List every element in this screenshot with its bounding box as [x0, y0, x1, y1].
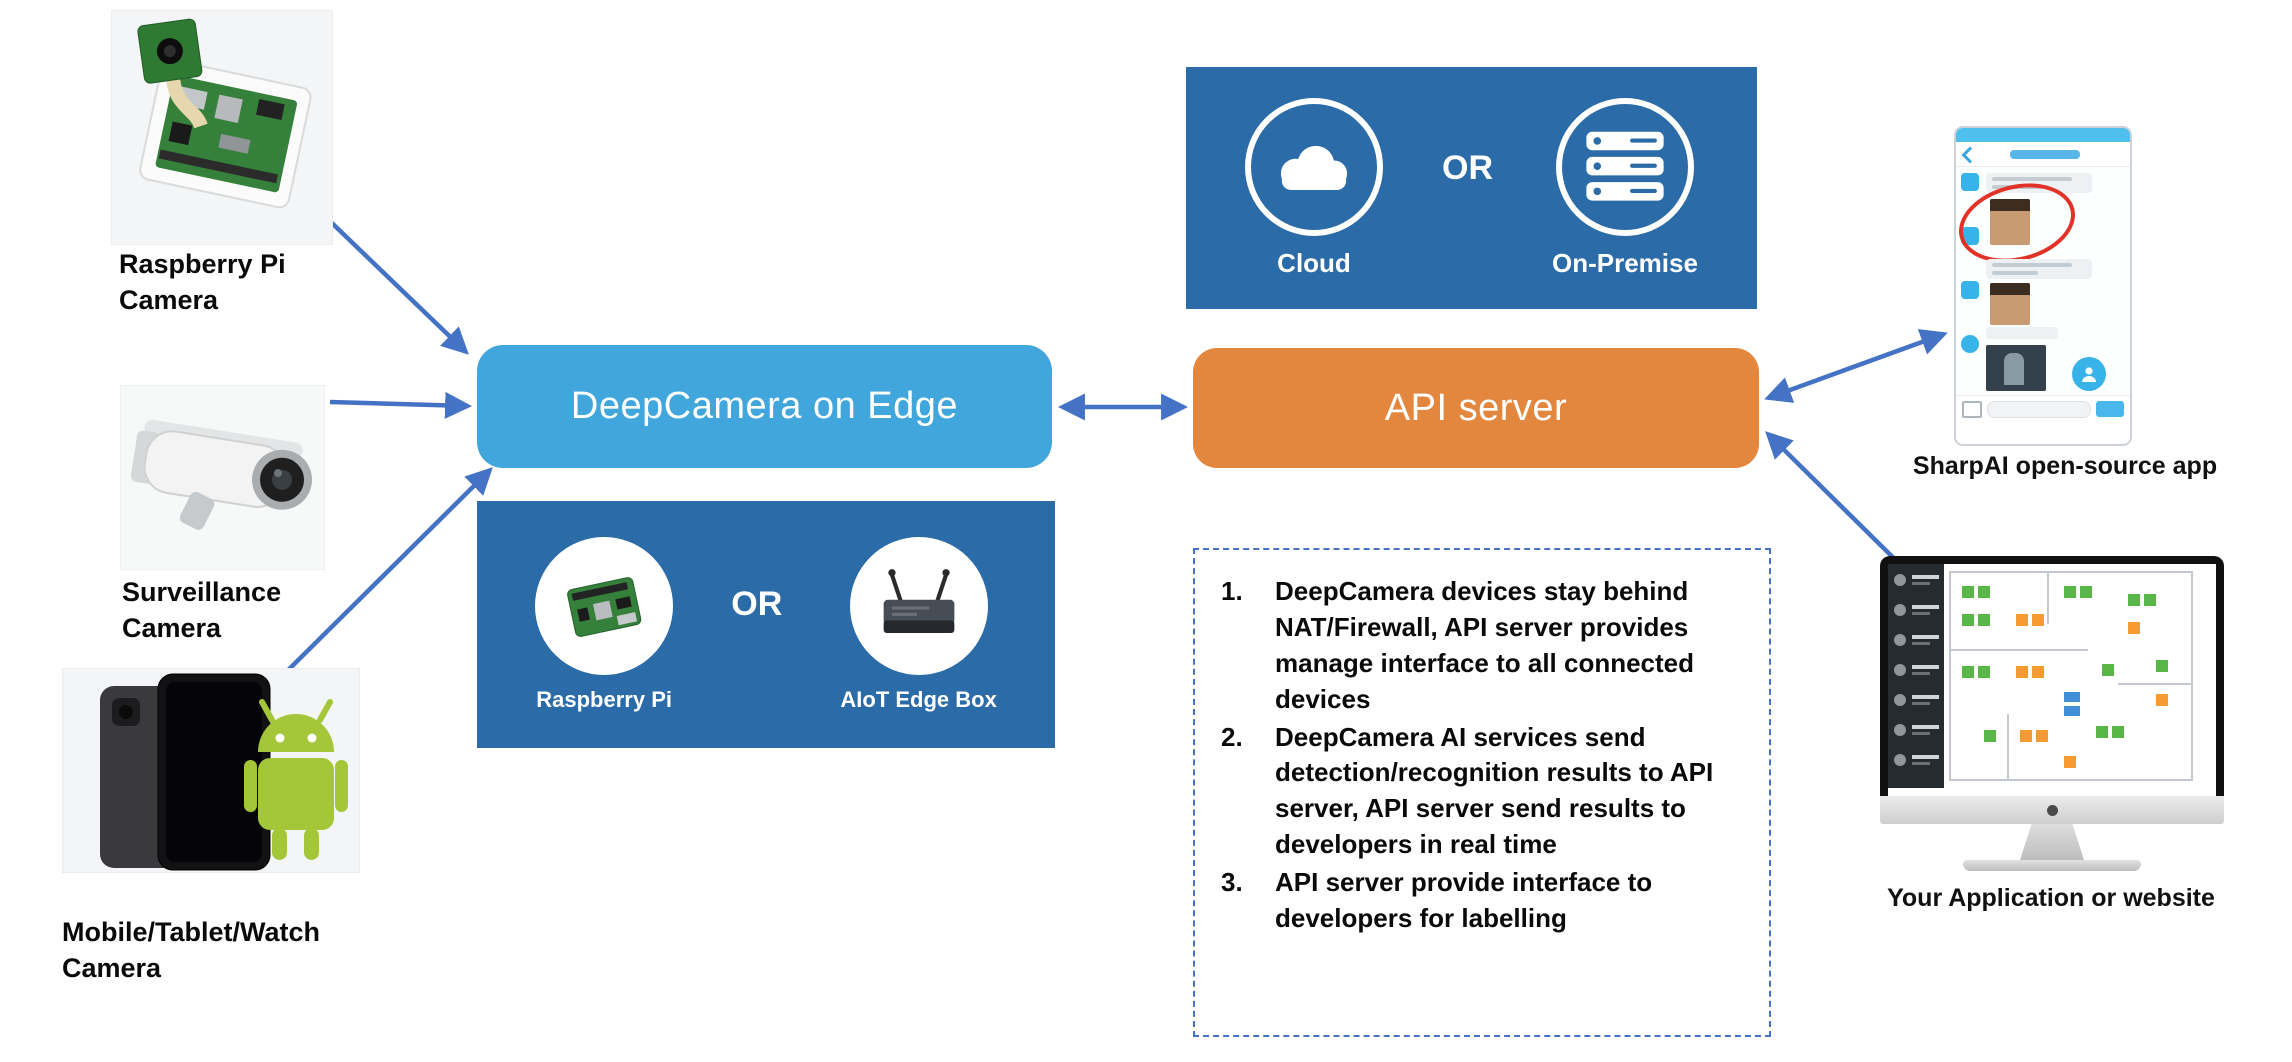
mobile-camera-photo: [62, 668, 360, 873]
mobile-camera-label: Mobile/Tablet/Watch Camera: [62, 917, 321, 983]
detected-face-thumbnail: [1990, 199, 2030, 245]
arrow-surveillance-to-edge: [329, 391, 473, 419]
monitor-bezel: [1880, 556, 2224, 796]
application-label: Your Application or website: [1887, 884, 2215, 912]
note-text: DeepCamera AI services send detection/re…: [1275, 721, 1714, 860]
floorplan-screen: [1888, 564, 2216, 796]
note-number: 1.: [1221, 576, 1243, 606]
aiot-edge-box-icon: [849, 536, 988, 675]
detection-photo-thumbnail: [1986, 345, 2046, 391]
application-monitor: [1880, 556, 2224, 871]
arrow-api-sharpai: [1764, 329, 1948, 403]
detected-face-thumbnail: [1990, 283, 2030, 325]
phone-input-row: [1956, 395, 2130, 422]
phone-chat-area: [1956, 167, 2130, 395]
deployment-or-label: OR: [1442, 148, 1493, 187]
notes-panel: 1. DeepCamera devices stay behind NAT/Fi…: [1193, 548, 1771, 1037]
cloud-option-label: Cloud: [1277, 247, 1351, 278]
chat-bubble: [1986, 259, 2092, 279]
api-server-box: API server: [1193, 348, 1759, 468]
note-number: 3.: [1221, 867, 1243, 897]
aiot-edge-box-option-label: AIoT Edge Box: [840, 686, 997, 712]
raspberry-pi-icon: [535, 536, 674, 675]
hardware-option-raspberry-pi: Raspberry Pi: [535, 536, 674, 713]
raspberry-pi-camera-label: Raspberry Pi Camera: [119, 249, 286, 315]
monitor-chin: [1880, 796, 2224, 824]
person-icon: [2072, 357, 2106, 391]
deployment-option-cloud: Cloud: [1245, 97, 1383, 279]
message-input-placeholder: [1987, 400, 2091, 418]
deepcamera-on-edge-title: DeepCamera on Edge: [570, 385, 959, 427]
phone-title-placeholder: [2010, 150, 2080, 159]
chat-avatar-icon: [1961, 227, 1979, 245]
phone-nav-bar: [1956, 142, 2130, 167]
note-text: DeepCamera devices stay behind NAT/Firew…: [1275, 576, 1695, 714]
note-item-2: 2. DeepCamera AI services send detection…: [1221, 720, 1749, 864]
apple-logo-icon: [2046, 804, 2058, 816]
surveillance-camera-label: Surveillance Camera: [122, 577, 282, 643]
raspberry-pi-camera-photo: [111, 10, 333, 245]
deepcamera-on-edge-box: DeepCamera on Edge: [477, 345, 1052, 468]
deployment-option-on-premise: On-Premise: [1552, 97, 1698, 279]
image-attach-icon: [1962, 400, 1982, 418]
monitor-stand: [2020, 824, 2084, 860]
hardware-or-label: OR: [731, 585, 783, 623]
sharpai-app-screenshot: [1954, 126, 2132, 446]
note-item-1: 1. DeepCamera devices stay behind NAT/Fi…: [1221, 574, 1749, 718]
raspberry-pi-option-label: Raspberry Pi: [536, 686, 672, 712]
note-text: API server provide interface to develope…: [1275, 867, 1653, 933]
deployment-panel: Cloud OR: [1186, 67, 1757, 309]
back-chevron-icon: [1961, 146, 1979, 164]
api-server-title: API server: [1384, 386, 1568, 429]
chat-text-placeholder: [1986, 327, 2058, 339]
chat-avatar-icon: [1961, 281, 1979, 299]
edge-hardware-panel: Raspberry Pi OR AIoT Edge Box: [477, 501, 1055, 748]
chat-avatar-icon: [1961, 173, 1979, 191]
android-robot-icon: [244, 699, 348, 860]
cloud-icon: [1245, 97, 1383, 236]
send-button-placeholder: [2096, 401, 2124, 417]
monitor-base: [1963, 860, 2141, 871]
server-stack-icon: [1555, 97, 1694, 236]
camera-module-icon: [137, 18, 203, 84]
phone-status-bar: [1956, 128, 2130, 142]
on-premise-option-label: On-Premise: [1552, 247, 1698, 278]
chat-avatar-icon: [1961, 335, 1979, 353]
surveillance-camera-photo: [120, 385, 325, 570]
note-item-3: 3. API server provide interface to devel…: [1221, 865, 1749, 937]
hardware-option-aiot-edge-box: AIoT Edge Box: [840, 536, 997, 713]
note-number: 2.: [1221, 721, 1243, 752]
chat-bubble: [1986, 173, 2092, 193]
sharpai-app-label: SharpAI open-source app: [1912, 452, 2218, 480]
